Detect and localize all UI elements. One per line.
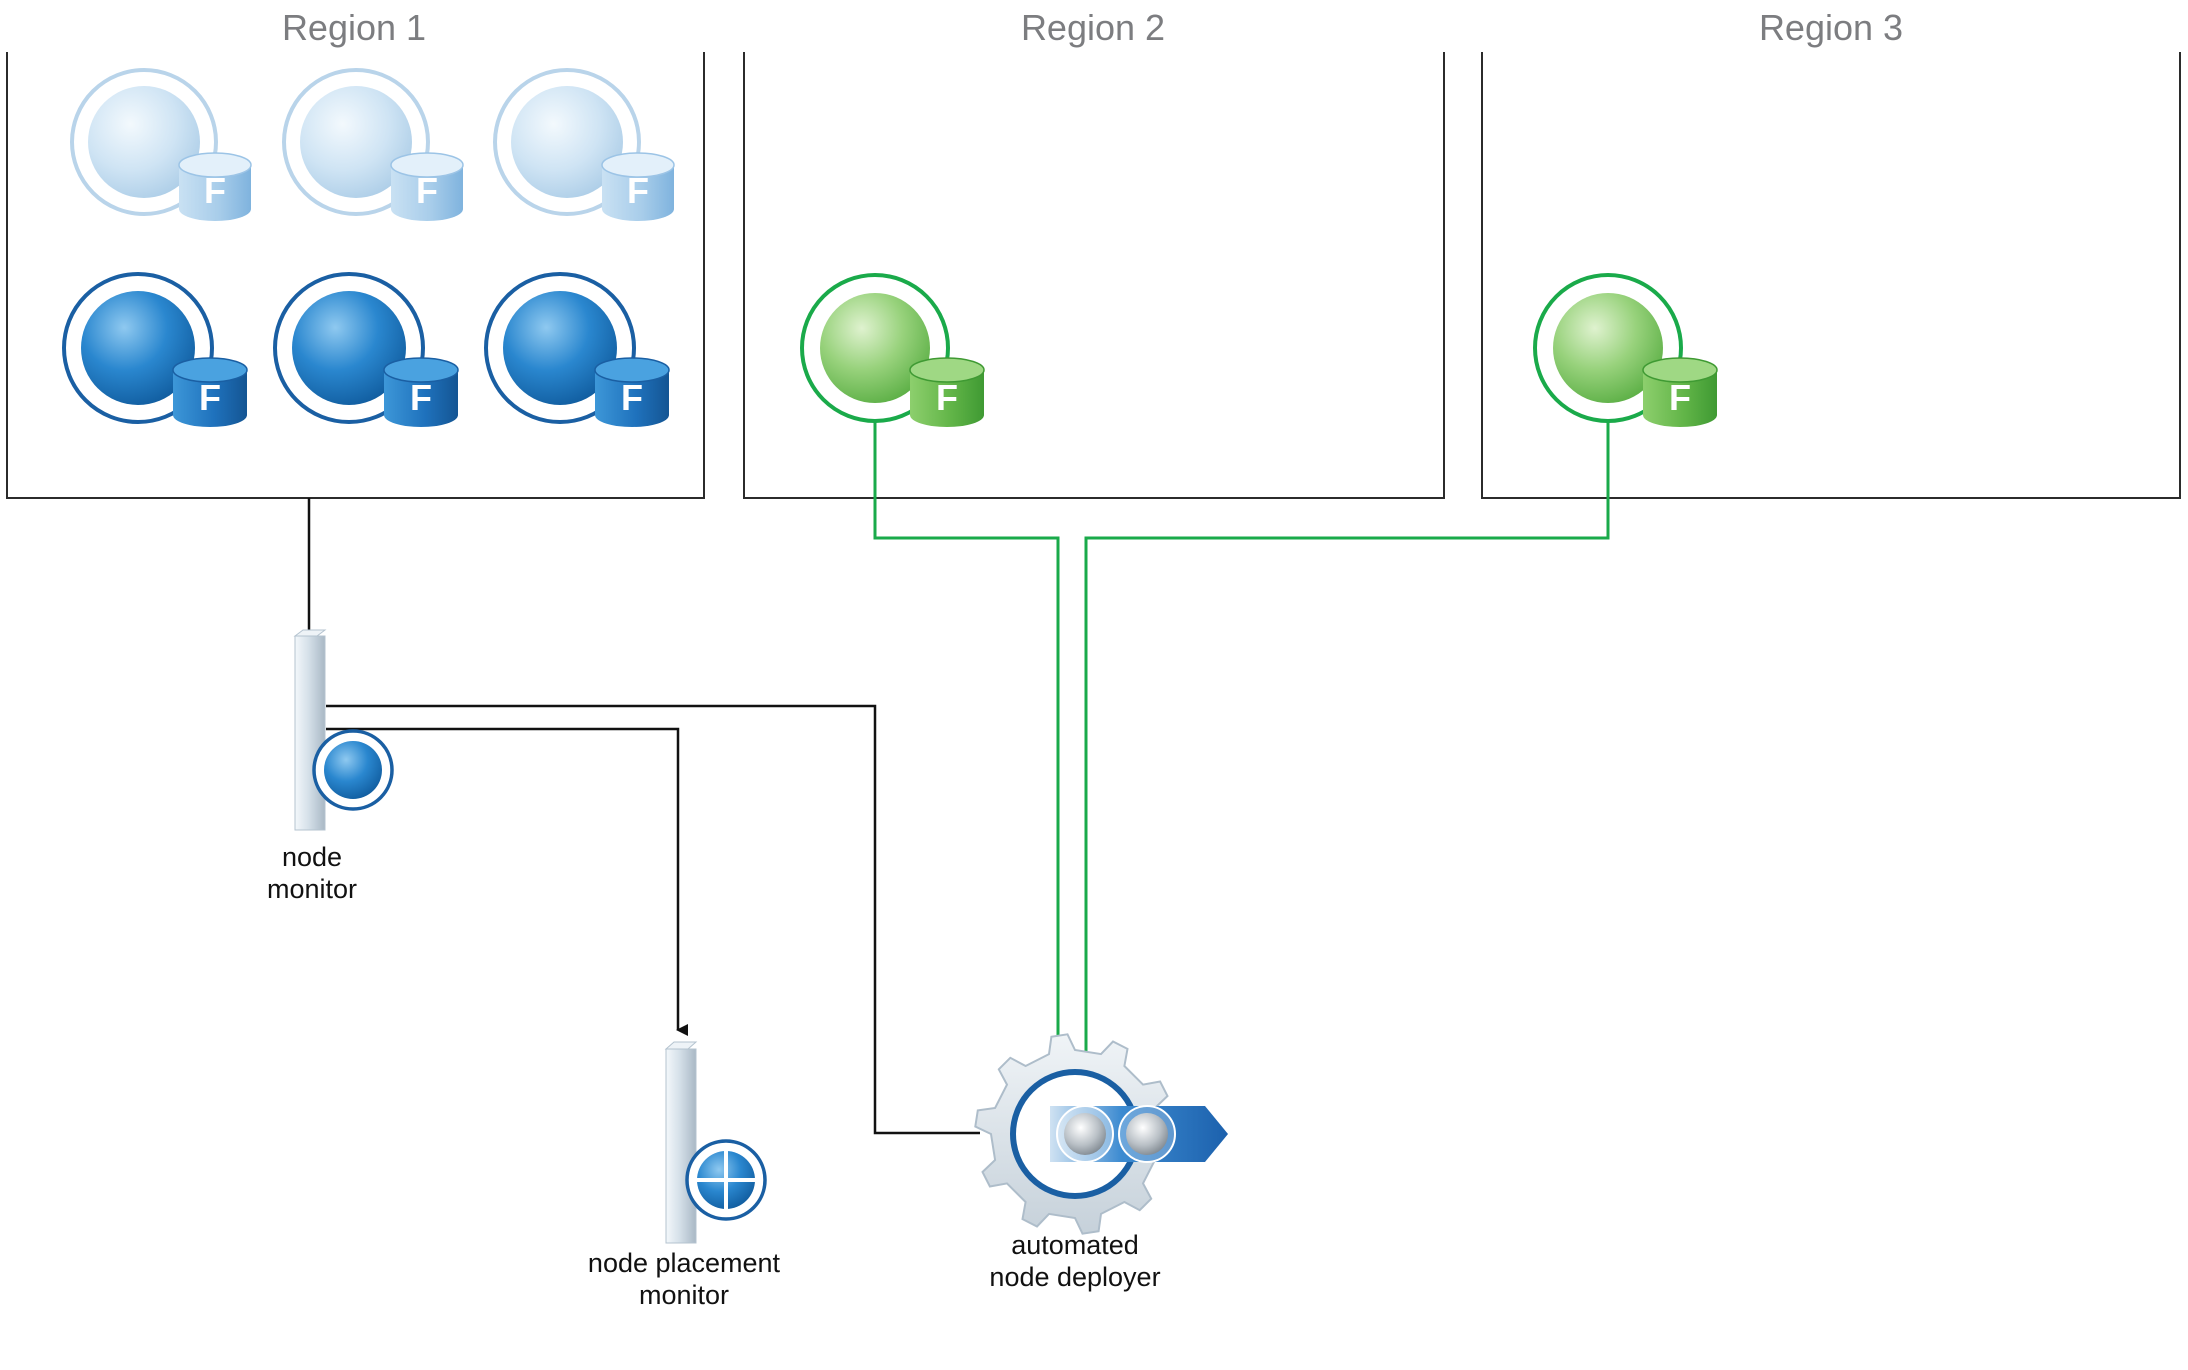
database-icon: F [909, 357, 985, 427]
database-icon: F [178, 152, 252, 221]
svg-text:F: F [627, 170, 649, 211]
region-1-standby-node: F [493, 68, 675, 221]
node-ball-icon [312, 729, 394, 811]
region-1-box: Region 1 [6, 7, 705, 499]
monitor-bar-icon [664, 1041, 698, 1244]
database-icon: F [1642, 357, 1718, 427]
database-icon: F [383, 357, 459, 427]
region-1-standby-node: F [282, 68, 464, 221]
monitor-bar-icon [293, 629, 327, 831]
region-2-deployed-node: F [800, 273, 985, 427]
deploy-arrow-icon [1050, 1105, 1228, 1163]
region-2-title: Region 2 [1021, 7, 1165, 48]
deployer-to-regions-links [873, 420, 1610, 1055]
region-1-active-node: F [62, 272, 248, 427]
svg-text:F: F [416, 170, 438, 211]
svg-text:F: F [410, 377, 432, 418]
node-monitor-label-line2: monitor [267, 874, 357, 904]
svg-text:F: F [204, 170, 226, 211]
svg-text:F: F [1669, 377, 1691, 418]
node-monitor-label-line1: node [282, 842, 342, 872]
database-icon: F [594, 357, 670, 427]
region-3-title: Region 3 [1759, 7, 1903, 48]
region-1-active-node: F [273, 272, 459, 427]
region-1-active-node: F [484, 272, 670, 427]
automated-node-deployer-label-line2: node deployer [989, 1262, 1160, 1292]
svg-text:F: F [199, 377, 221, 418]
database-icon: F [601, 152, 675, 221]
region-3-box: Region 3 [1481, 7, 2181, 499]
automated-node-deployer: automated node deployer [974, 1033, 1228, 1292]
svg-text:F: F [621, 377, 643, 418]
svg-text:F: F [936, 377, 958, 418]
database-icon: F [172, 357, 248, 427]
crosshair-ball-icon [685, 1139, 767, 1221]
node-monitor: node monitor [267, 629, 394, 904]
database-icon: F [390, 152, 464, 221]
region-1-standby-node: F [70, 68, 252, 221]
node-placement-monitor: node placement monitor [588, 1041, 781, 1310]
node-placement-monitor-label-line2: monitor [639, 1280, 729, 1310]
region-1-title: Region 1 [282, 7, 426, 48]
monitor-links [307, 498, 980, 1135]
region-3-deployed-node: F [1533, 273, 1718, 427]
automated-node-deployer-label-line1: automated [1011, 1230, 1139, 1260]
node-placement-monitor-label-line1: node placement [588, 1248, 781, 1278]
region-2-box: Region 2 [743, 7, 1445, 499]
